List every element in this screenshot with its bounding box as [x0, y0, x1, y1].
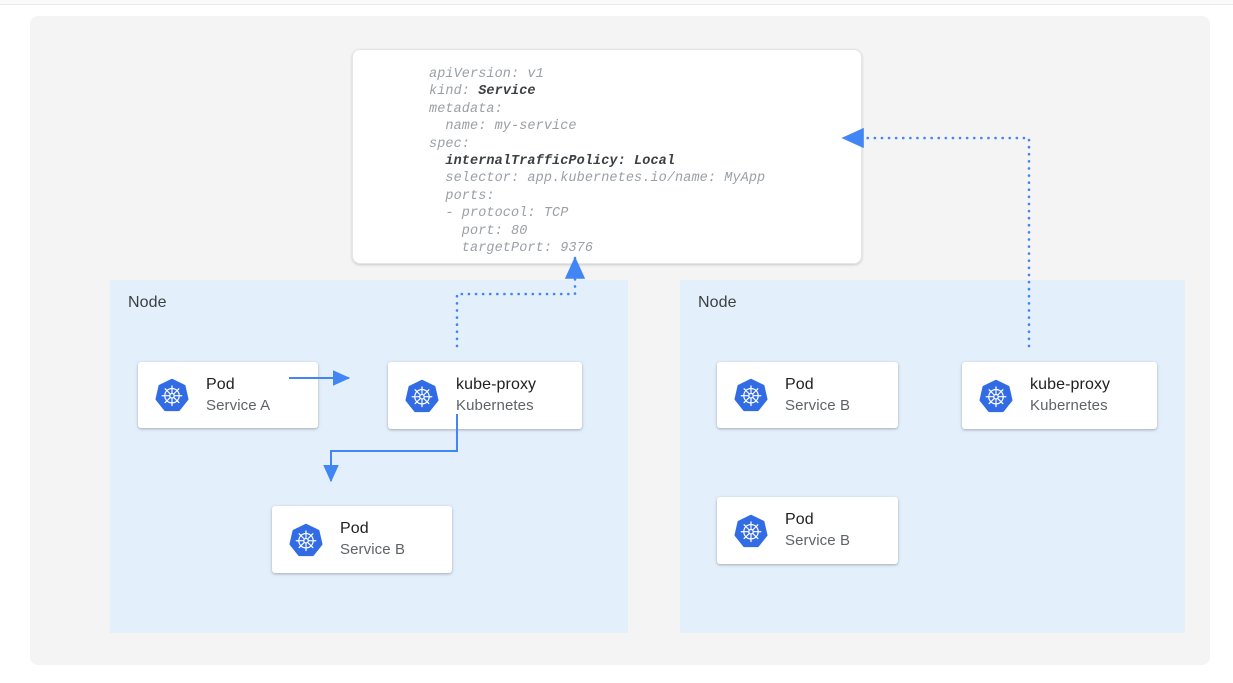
- card-title: kube-proxy: [456, 376, 537, 393]
- yaml-line: selector: app.kubernetes.io/name: MyApp: [429, 171, 766, 187]
- yaml-line: metadata:: [429, 101, 503, 117]
- yaml-line: name: my-service: [429, 119, 577, 135]
- card-kube-proxy-right[interactable]: kube-proxy Kubernetes: [962, 362, 1157, 429]
- kubernetes-icon: [288, 522, 324, 558]
- node-panel-right: Node: [680, 280, 1185, 633]
- card-title: Pod: [340, 520, 369, 537]
- card-title: Pod: [785, 375, 814, 393]
- card-subtitle: Service B: [785, 532, 851, 549]
- card-subtitle: Service B: [340, 541, 406, 558]
- kubernetes-icon: [404, 378, 440, 414]
- card-title: Pod: [206, 375, 235, 393]
- card-pod-service-b-right-top[interactable]: Pod Service B: [717, 362, 898, 428]
- card-subtitle: Kubernetes: [1030, 397, 1108, 414]
- card-subtitle: Service B: [785, 396, 851, 414]
- yaml-line: - protocol: TCP: [429, 206, 569, 222]
- card-subtitle: Service A: [206, 396, 271, 414]
- node-label: Node: [128, 294, 167, 311]
- kubernetes-icon: [978, 378, 1014, 414]
- yaml-line: apiVersion: v1: [429, 67, 544, 82]
- card-pod-service-b-right-bottom[interactable]: Pod Service B: [717, 497, 898, 564]
- window-top-divider: [0, 4, 1233, 5]
- card-subtitle: Kubernetes: [456, 397, 534, 414]
- card-title: kube-proxy: [1030, 376, 1111, 393]
- kubernetes-icon: [733, 377, 769, 413]
- window-top-strip: [0, 0, 1233, 4]
- card-kube-proxy-left[interactable]: kube-proxy Kubernetes: [388, 362, 582, 429]
- yaml-line: internalTrafficPolicy: Local: [445, 154, 676, 170]
- yaml-line: ports:: [429, 188, 495, 204]
- card-pod-service-a[interactable]: Pod Service A: [138, 362, 318, 428]
- node-panel-left: Node: [110, 280, 628, 633]
- yaml-line: targetPort: 9376: [429, 241, 594, 257]
- card-title: Pod: [785, 511, 814, 528]
- yaml-line: kind: Service: [429, 84, 536, 100]
- kubernetes-icon: [733, 513, 769, 549]
- yaml-line: spec:: [429, 136, 471, 152]
- kubernetes-icon: [154, 377, 190, 413]
- node-label: Node: [698, 294, 737, 311]
- card-pod-service-b-left[interactable]: Pod Service B: [272, 506, 452, 573]
- yaml-line: port: 80: [429, 223, 528, 239]
